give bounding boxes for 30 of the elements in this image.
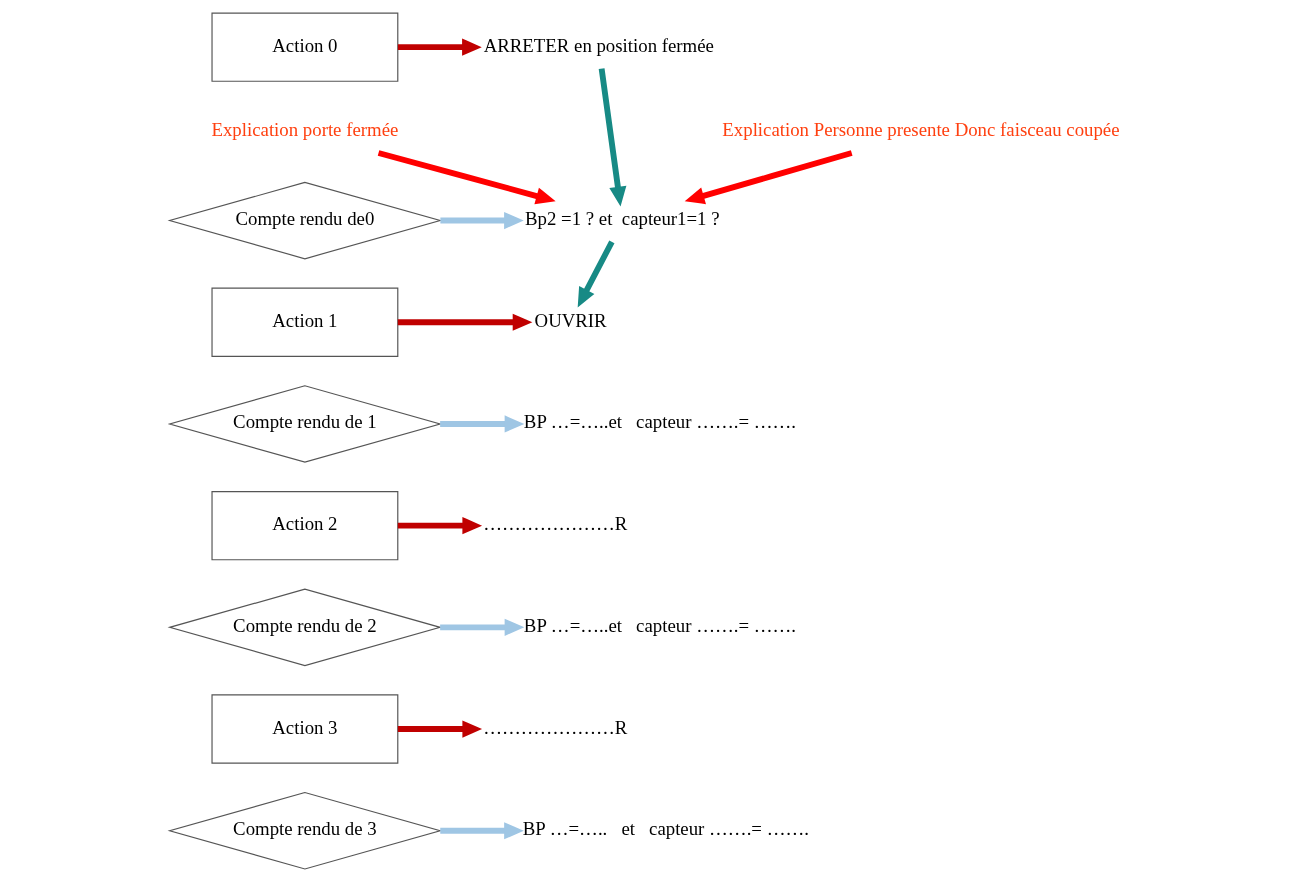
node-text: Bp2 =1 ? et capteur1=1 ? (524, 208, 720, 230)
node-diamond: Compte rendu de0 (167, 181, 442, 260)
arrow (397, 313, 532, 331)
arrow (439, 618, 524, 636)
arrow (377, 150, 556, 205)
arrow (397, 38, 482, 56)
arrow (439, 822, 524, 840)
node-box: Action 1 (210, 287, 398, 357)
node-diamond: Compte rendu de 1 (167, 385, 442, 463)
node-text: BP …=…..et capteur …….= ……. (523, 614, 796, 636)
node-box: Action 3 (210, 694, 398, 764)
arrow (577, 240, 614, 308)
node-diamond: Compte rendu de 2 (167, 588, 442, 667)
arrow (397, 517, 482, 535)
node-text: …………………R (482, 513, 627, 535)
arrow (397, 720, 482, 738)
node-diamond: Compte rendu de 3 (167, 791, 442, 870)
arrow (439, 211, 524, 230)
node-box: Action 2 (210, 490, 398, 561)
node-text: ARRETER en position fermée (483, 34, 714, 56)
node-text: BP …=…..et capteur …….= ……. (523, 411, 796, 433)
node-box: Action 0 (210, 12, 398, 82)
arrow (598, 68, 626, 207)
node-text: BP …=….. et capteur …….= ……. (522, 818, 809, 840)
node-text: Explication Personne presente Donc faisceau coupée (721, 119, 1120, 141)
arrow (439, 415, 524, 433)
arrow (684, 150, 853, 205)
node-text: Explication porte fermée (210, 119, 398, 141)
node-text: OUVRIR (534, 309, 607, 331)
node-text: …………………R (482, 716, 627, 738)
